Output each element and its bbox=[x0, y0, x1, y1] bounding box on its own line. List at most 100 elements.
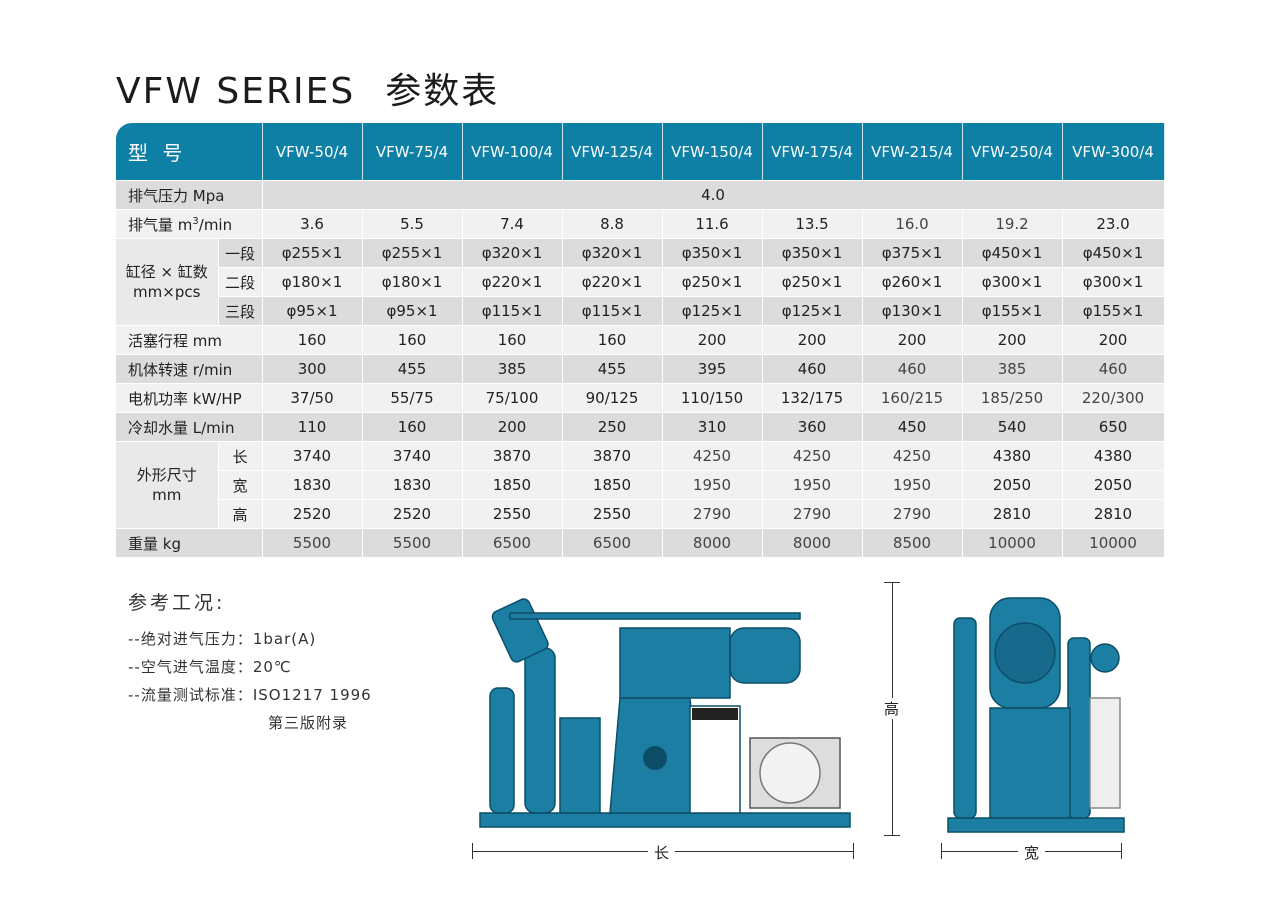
table-cell: φ125×1 bbox=[662, 296, 763, 326]
title-cn: 参数表 bbox=[385, 71, 500, 112]
model-header-cell: VFW-300/4 bbox=[1062, 123, 1165, 181]
model-header-cell: VFW-215/4 bbox=[862, 123, 963, 181]
table-cell: φ220×1 bbox=[462, 267, 563, 297]
table-cell: 3.6 bbox=[262, 209, 363, 239]
flow-label-sup: 3 bbox=[192, 215, 199, 227]
table-cell: φ220×1 bbox=[562, 267, 663, 297]
table-cell: 455 bbox=[562, 354, 663, 384]
reference-line: --流量测试标准：ISO1217 1996 bbox=[128, 681, 372, 709]
flow-label-post: /min bbox=[198, 215, 233, 234]
table-cell: 310 bbox=[662, 412, 763, 442]
table-cell: 132/175 bbox=[762, 383, 863, 413]
table-cell: 55/75 bbox=[362, 383, 463, 413]
table-cell: 455 bbox=[362, 354, 463, 384]
table-cell: φ350×1 bbox=[762, 238, 863, 268]
table-cell: 160 bbox=[262, 325, 363, 355]
table-cell: 460 bbox=[1062, 354, 1165, 384]
model-header-cell: VFW-100/4 bbox=[462, 123, 563, 181]
table-cell: 2790 bbox=[662, 499, 763, 529]
table-cell: 4380 bbox=[1062, 441, 1165, 471]
table-cell: 2790 bbox=[862, 499, 963, 529]
model-header-cell: VFW-150/4 bbox=[662, 123, 763, 181]
table-cell: 1850 bbox=[462, 470, 563, 500]
dims-label-line2: mm bbox=[152, 486, 182, 504]
table-cell: φ95×1 bbox=[262, 296, 363, 326]
table-cell: 160 bbox=[362, 325, 463, 355]
bore-row: 三段 φ95×1 φ95×1 φ115×1 φ115×1 φ125×1 φ125… bbox=[116, 296, 1165, 326]
row-label: 电机功率 kW/HP bbox=[116, 383, 263, 413]
row-label: 排气压力 Mpa bbox=[116, 180, 263, 210]
table-cell: φ320×1 bbox=[562, 238, 663, 268]
bore-label-line2: mm×pcs bbox=[133, 283, 201, 301]
model-header-cell: VFW-75/4 bbox=[362, 123, 463, 181]
table-cell: φ180×1 bbox=[362, 267, 463, 297]
flow-label-pre: 排气量 m bbox=[128, 215, 193, 234]
pressure-value: 4.0 bbox=[262, 180, 1165, 210]
height-label: 高 bbox=[878, 698, 906, 719]
table-cell: φ450×1 bbox=[962, 238, 1063, 268]
reference-key: --流量测试标准： bbox=[128, 686, 253, 704]
table-cell: 1950 bbox=[762, 470, 863, 500]
series-title: VFW SERIES bbox=[116, 71, 356, 112]
compressor-front-image bbox=[479, 598, 851, 828]
table-cell: 2050 bbox=[962, 470, 1063, 500]
table-cell: 200 bbox=[862, 325, 963, 355]
table-cell: φ180×1 bbox=[262, 267, 363, 297]
row-label: 冷却水量 L/min bbox=[116, 412, 263, 442]
table-cell: 160 bbox=[362, 412, 463, 442]
table-cell: 460 bbox=[862, 354, 963, 384]
height-dimension-tick bbox=[884, 835, 900, 836]
table-cell: 6500 bbox=[562, 528, 663, 558]
row-label: 重量 kg bbox=[116, 528, 263, 558]
table-cell: 8500 bbox=[862, 528, 963, 558]
table-cell: 2550 bbox=[462, 499, 563, 529]
dimension-row: 宽 1830 1830 1850 1850 1950 1950 1950 205… bbox=[116, 470, 1165, 500]
reference-conditions: 参考工况: --绝对进气压力：1bar(A) --空气进气温度：20℃ --流量… bbox=[128, 588, 372, 737]
table-cell: 540 bbox=[962, 412, 1063, 442]
table-cell: 2810 bbox=[1062, 499, 1165, 529]
spec-table: 型 号 VFW-50/4 VFW-75/4 VFW-100/4 VFW-125/… bbox=[116, 123, 1165, 558]
table-cell: φ115×1 bbox=[562, 296, 663, 326]
table-cell: φ300×1 bbox=[962, 267, 1063, 297]
table-cell: 37/50 bbox=[262, 383, 363, 413]
table-cell: 650 bbox=[1062, 412, 1165, 442]
table-cell: 2790 bbox=[762, 499, 863, 529]
table-cell: φ260×1 bbox=[862, 267, 963, 297]
dimension-row: 高 2520 2520 2550 2550 2790 2790 2790 281… bbox=[116, 499, 1165, 529]
table-cell: 4250 bbox=[862, 441, 963, 471]
row-label: 机体转速 r/min bbox=[116, 354, 263, 384]
reference-line: --绝对进气压力：1bar(A) bbox=[128, 625, 372, 653]
dim-label: 长 bbox=[218, 441, 263, 471]
table-cell: 2520 bbox=[262, 499, 363, 529]
table-cell: 11.6 bbox=[662, 209, 763, 239]
table-cell: 250 bbox=[562, 412, 663, 442]
table-cell: 5500 bbox=[262, 528, 363, 558]
table-cell: 16.0 bbox=[862, 209, 963, 239]
table-cell: 2050 bbox=[1062, 470, 1165, 500]
table-cell: φ375×1 bbox=[862, 238, 963, 268]
table-cell: φ300×1 bbox=[1062, 267, 1165, 297]
table-cell: 2520 bbox=[362, 499, 463, 529]
table-cell: 450 bbox=[862, 412, 963, 442]
row-label: 排气量 m3/min bbox=[116, 209, 263, 239]
table-cell: 90/125 bbox=[562, 383, 663, 413]
table-cell: 200 bbox=[762, 325, 863, 355]
table-cell: 10000 bbox=[1062, 528, 1165, 558]
table-cell: φ250×1 bbox=[762, 267, 863, 297]
width-dimension-tick bbox=[941, 843, 942, 859]
stage-label: 三段 bbox=[218, 296, 263, 326]
reference-extra: 第三版附录 bbox=[268, 714, 349, 732]
bore-row: 二段 φ180×1 φ180×1 φ220×1 φ220×1 φ250×1 φ2… bbox=[116, 267, 1165, 297]
table-cell: 2810 bbox=[962, 499, 1063, 529]
table-cell: 3740 bbox=[262, 441, 363, 471]
table-cell: 3870 bbox=[562, 441, 663, 471]
length-dimension-tick bbox=[472, 843, 473, 859]
table-cell: φ350×1 bbox=[662, 238, 763, 268]
table-cell: 5.5 bbox=[362, 209, 463, 239]
table-cell: 395 bbox=[662, 354, 763, 384]
header-row: 型 号 VFW-50/4 VFW-75/4 VFW-100/4 VFW-125/… bbox=[116, 123, 1165, 181]
table-cell: φ155×1 bbox=[962, 296, 1063, 326]
table-cell: 1850 bbox=[562, 470, 663, 500]
flow-row: 排气量 m3/min 3.6 5.5 7.4 8.8 11.6 13.5 16.… bbox=[116, 209, 1165, 239]
